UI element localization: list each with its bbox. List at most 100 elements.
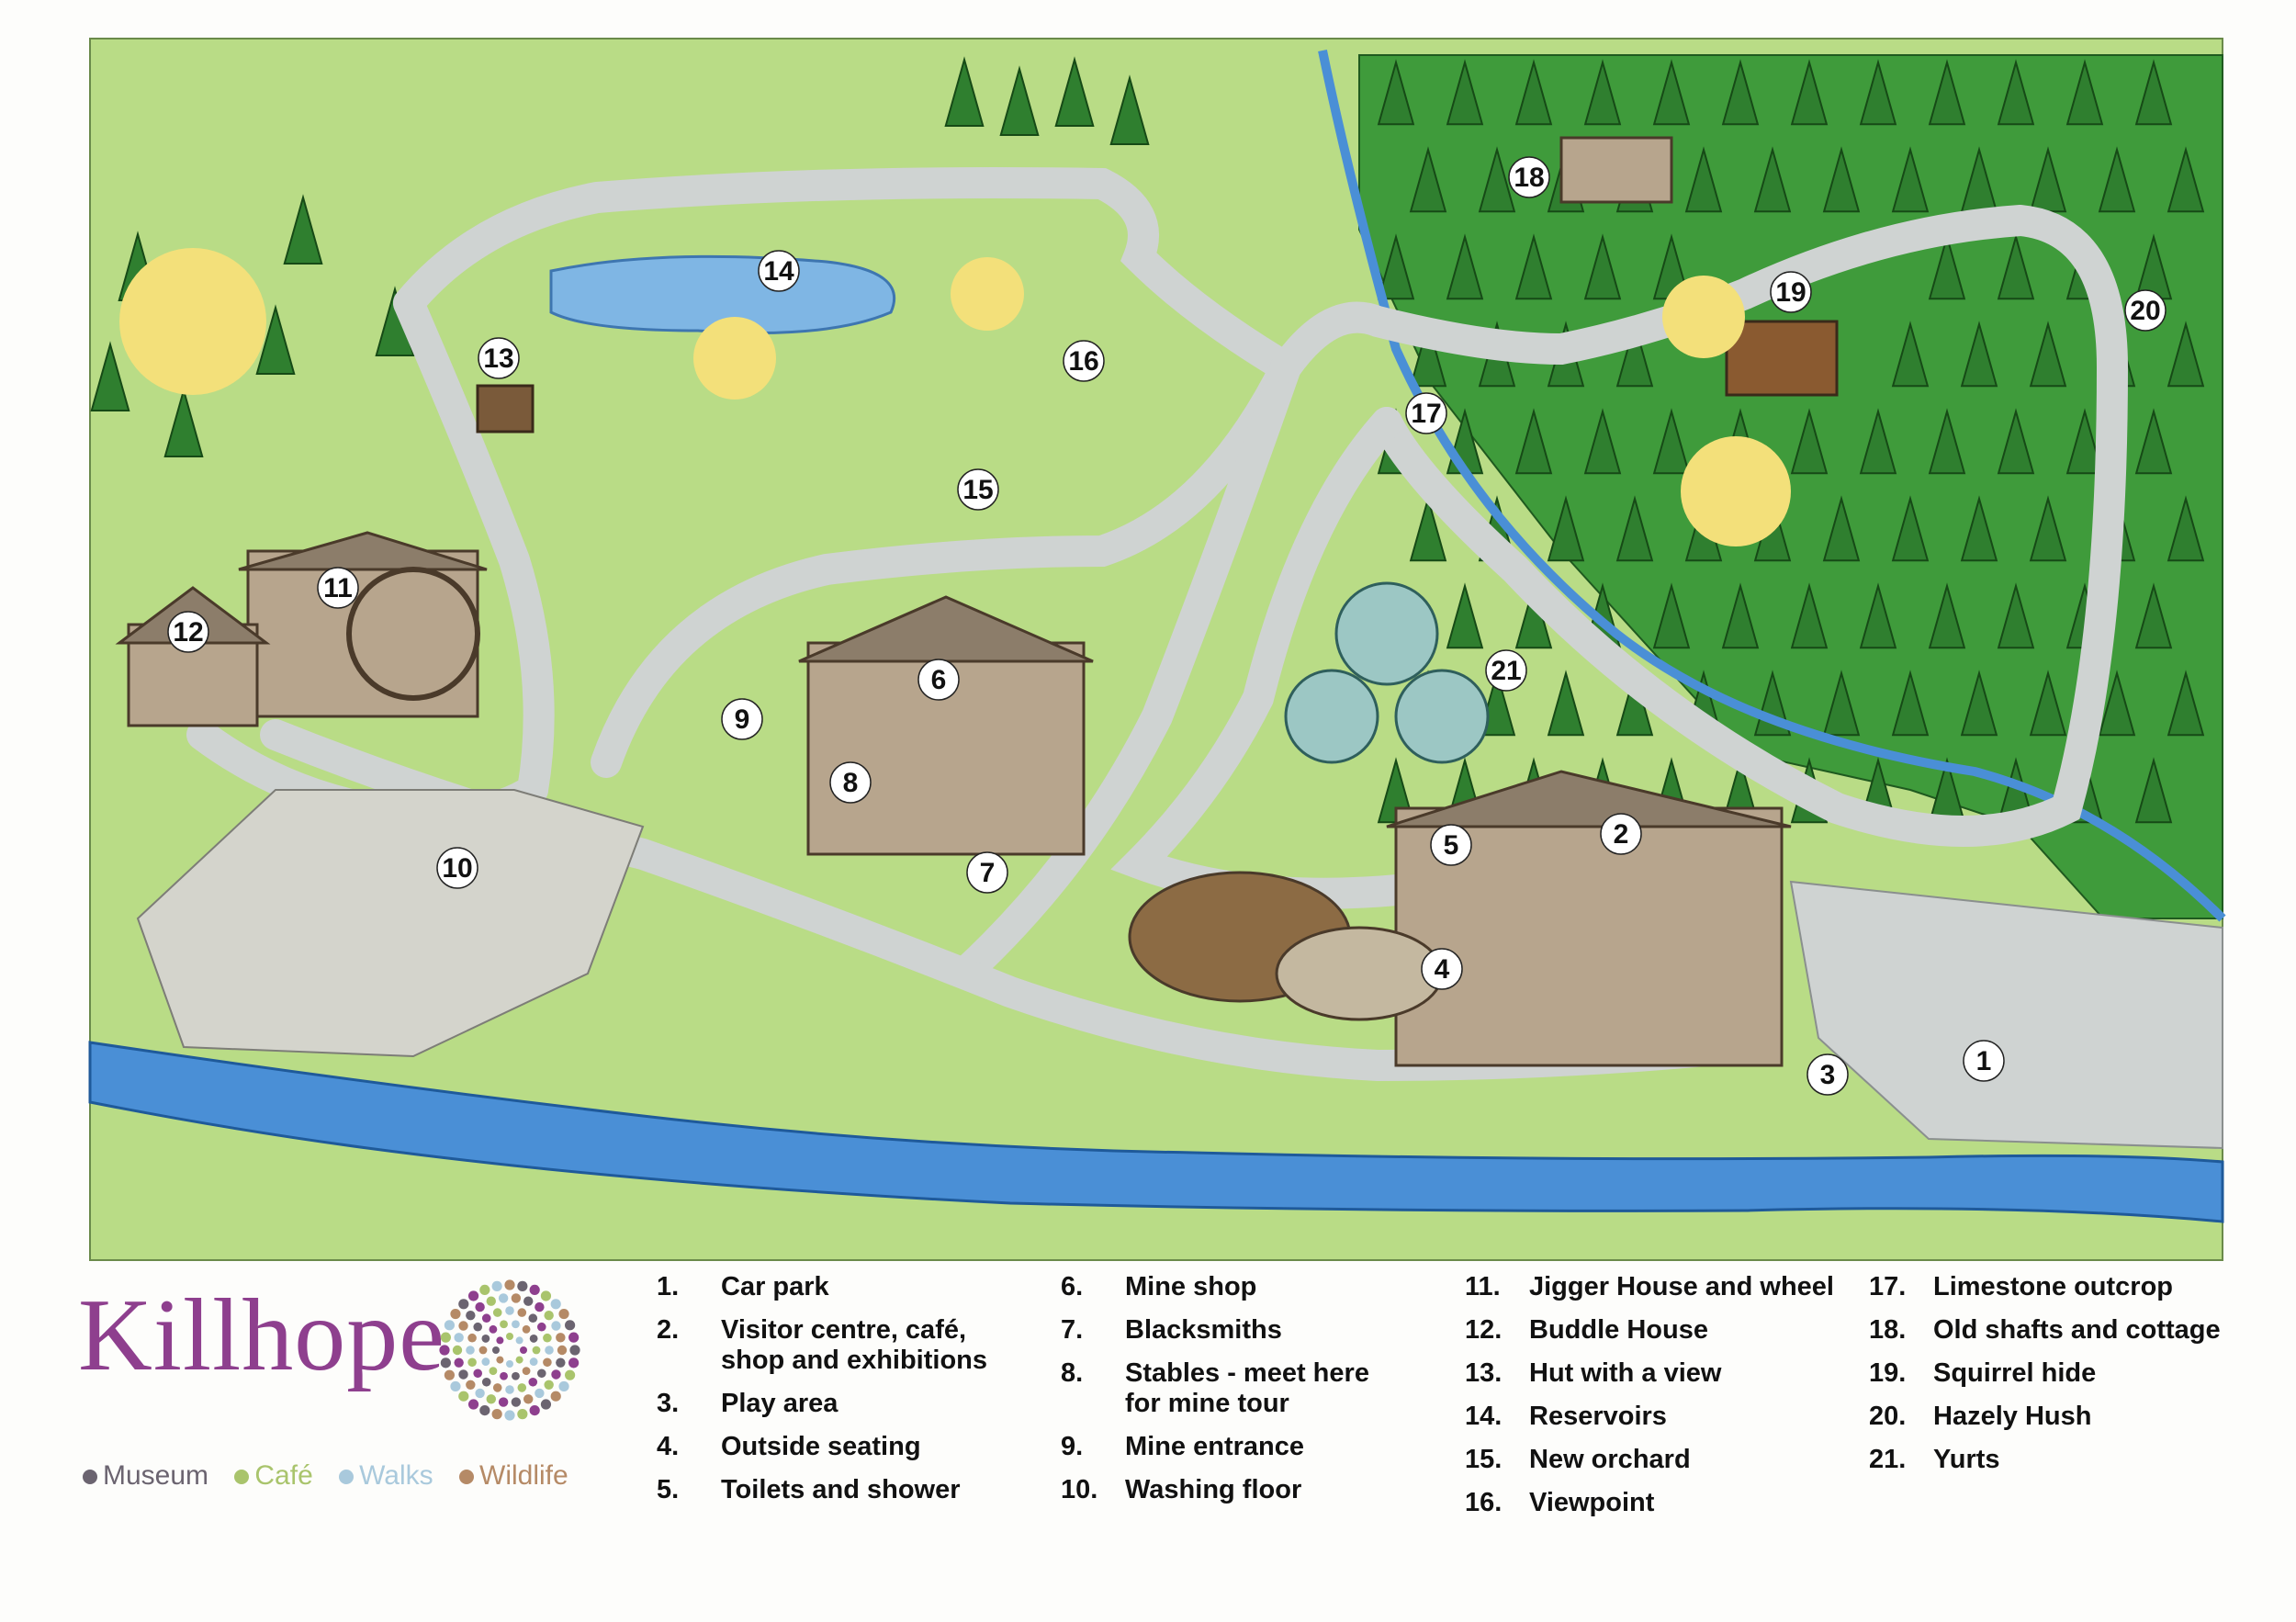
tree-icon (2167, 146, 2205, 213)
legend-label: Outside seating (721, 1432, 921, 1461)
tree-icon (90, 341, 130, 411)
map-pin-number: 3 (1820, 1060, 1836, 1090)
tagline-cafe: Café (234, 1460, 321, 1491)
logo-dot (551, 1321, 561, 1331)
map-pin-number: 21 (1491, 656, 1521, 686)
map-pin-marker (478, 337, 520, 379)
map-pin-17[interactable]: 17 (1405, 392, 1447, 434)
logo-dot (528, 1377, 538, 1387)
tagline-wildlife: Wildlife (459, 1460, 578, 1491)
logo-dot (550, 1299, 561, 1310)
map-pin-3[interactable]: 3 (1806, 1053, 1849, 1096)
map-pin-marker (167, 611, 209, 653)
map-pin-19[interactable]: 19 (1770, 271, 1812, 313)
tree-icon (1859, 59, 1897, 126)
squirrel-icon (1662, 276, 1745, 358)
logo-dot (536, 1369, 546, 1379)
tree-icon (1960, 321, 1998, 388)
logo-dot (505, 1385, 514, 1394)
legend-label: Washing floor (1125, 1475, 1302, 1504)
tree-icon (1652, 59, 1691, 126)
map-pin-21[interactable]: 21 (1485, 649, 1527, 692)
logo-dot (517, 1409, 528, 1420)
legend-label: Hazely Hush (1933, 1402, 2092, 1431)
map-pin-5[interactable]: 5 (1430, 824, 1472, 866)
logo-dot (479, 1404, 490, 1416)
logo-dot (481, 1313, 491, 1324)
logo-dot (467, 1290, 479, 1301)
map-pin-marker (1770, 271, 1812, 313)
map-pin-13[interactable]: 13 (478, 337, 520, 379)
map-pin-9[interactable]: 9 (721, 698, 763, 740)
logo-dot (556, 1333, 566, 1343)
logo-dot (505, 1306, 514, 1315)
logo-dot (444, 1320, 456, 1331)
building-old-cottage (1559, 136, 1673, 204)
map-pin-15[interactable]: 15 (957, 468, 999, 511)
map-pin-11[interactable]: 11 (317, 567, 359, 609)
map-pin-6[interactable]: 6 (917, 659, 960, 701)
map-pin-1[interactable]: 1 (1963, 1040, 2005, 1082)
tree-icon (283, 194, 323, 265)
logo-dot (481, 1335, 490, 1343)
map-pin-20[interactable]: 20 (2124, 289, 2167, 332)
tree-icon (1583, 59, 1622, 126)
map-pin-16[interactable]: 16 (1063, 340, 1105, 382)
map-pin-number: 17 (1411, 399, 1441, 429)
map-pin-4[interactable]: 4 (1421, 948, 1463, 990)
map-pin-7[interactable]: 7 (966, 851, 1008, 894)
legend-number: 10. (1061, 1475, 1098, 1504)
map-pin-8[interactable]: 8 (829, 761, 872, 804)
tree-icon (1859, 408, 1897, 475)
logo-dot (564, 1320, 576, 1331)
logo-dot (450, 1308, 461, 1320)
map-pin-14[interactable]: 14 (758, 250, 800, 292)
tree-icon (1997, 408, 2035, 475)
tree-icon (1997, 59, 2035, 126)
map-pin-number: 15 (962, 475, 993, 505)
map-pin-2[interactable]: 2 (1600, 813, 1642, 855)
legend-number: 17. (1869, 1272, 1907, 1301)
legend-label: Viewpoint (1529, 1488, 1655, 1517)
map-pin-18[interactable]: 18 (1508, 156, 1550, 198)
logo-dot (458, 1299, 469, 1310)
tree-icon (1960, 495, 1998, 562)
tree-icon (2134, 408, 2173, 475)
logo-dot (517, 1280, 528, 1291)
logo-dot (439, 1345, 450, 1356)
tree-icon (1822, 670, 1861, 737)
map-pin-marker (1508, 156, 1550, 198)
logo-dot (467, 1399, 479, 1410)
map-pin-marker (1421, 948, 1463, 990)
logo-dot (522, 1367, 531, 1376)
map-pin-number: 16 (1068, 346, 1098, 377)
tree-icon (1891, 495, 1930, 562)
logo-dot (529, 1404, 540, 1416)
stream (1318, 49, 2226, 922)
logo-dot (558, 1308, 569, 1320)
tree-icon (1109, 74, 1150, 145)
logo-dot (550, 1391, 561, 1402)
logo-dot (491, 1280, 502, 1291)
map-pin-number: 2 (1614, 819, 1629, 850)
tree-icon (1547, 670, 1585, 737)
logo-dot (517, 1308, 527, 1317)
map-pin-12[interactable]: 12 (167, 611, 209, 653)
logo-dot (486, 1296, 496, 1306)
legend-number: 5. (657, 1475, 680, 1504)
logo-dot (540, 1399, 552, 1410)
tree-icon (2134, 582, 2173, 649)
map-pin-10[interactable]: 10 (436, 847, 478, 889)
tree-icon (1822, 495, 1861, 562)
tree-icon (1514, 59, 1553, 126)
tagline-museum: Museum (83, 1460, 218, 1491)
logo-dot (466, 1380, 476, 1390)
map-pin-marker (1430, 824, 1472, 866)
legend-number: 2. (657, 1315, 680, 1345)
tree-icon (1790, 582, 1829, 649)
logo-dot (440, 1357, 451, 1369)
legend-number: 13. (1465, 1358, 1503, 1388)
tree-icon (1446, 233, 1484, 300)
